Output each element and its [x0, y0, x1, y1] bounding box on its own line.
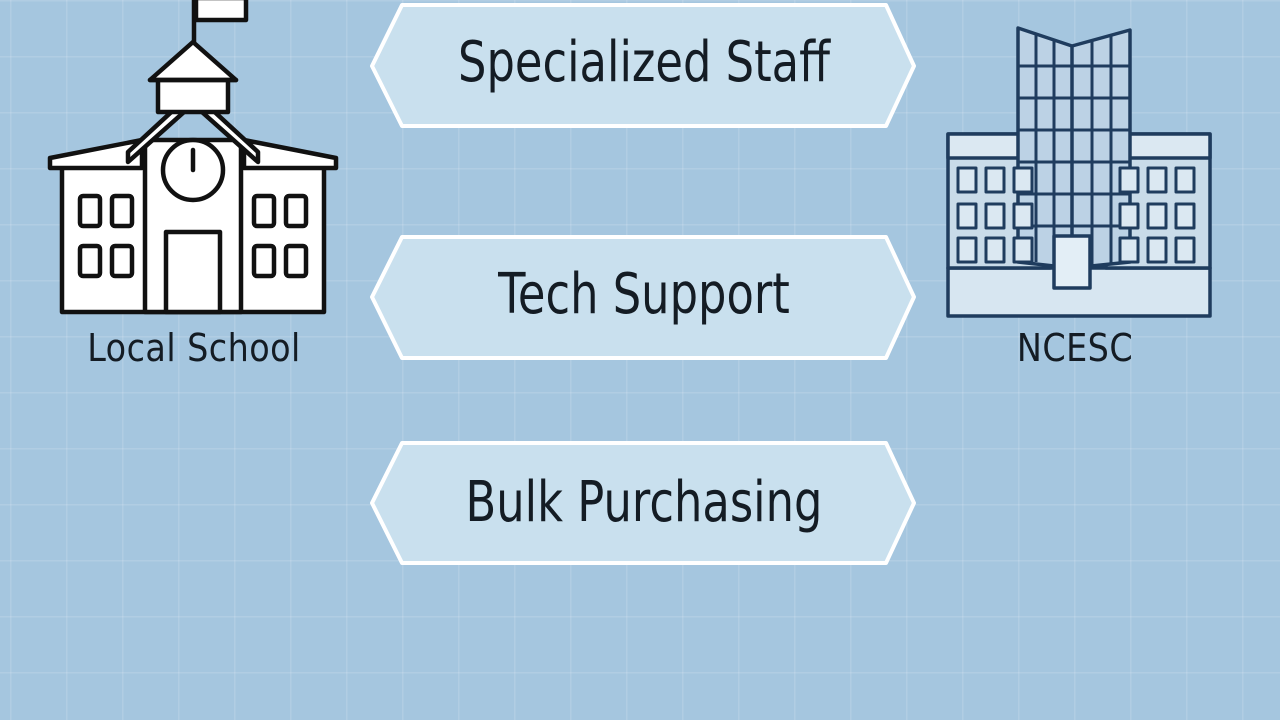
specialized-staff-label: Specialized Staff [458, 30, 830, 95]
bulk-purchasing-label: Bulk Purchasing [465, 470, 823, 535]
double-arrow-bulk-purchasing [370, 441, 916, 565]
local-school-label: Local School [87, 326, 301, 370]
tech-support-label: Tech Support [498, 262, 790, 327]
school-building-icon [47, 0, 339, 315]
ncesc-label: NCESC [1016, 326, 1134, 370]
double-arrow-tech-support [370, 235, 916, 360]
office-building-icon [946, 26, 1212, 318]
double-arrow-specialized-staff [370, 3, 916, 128]
